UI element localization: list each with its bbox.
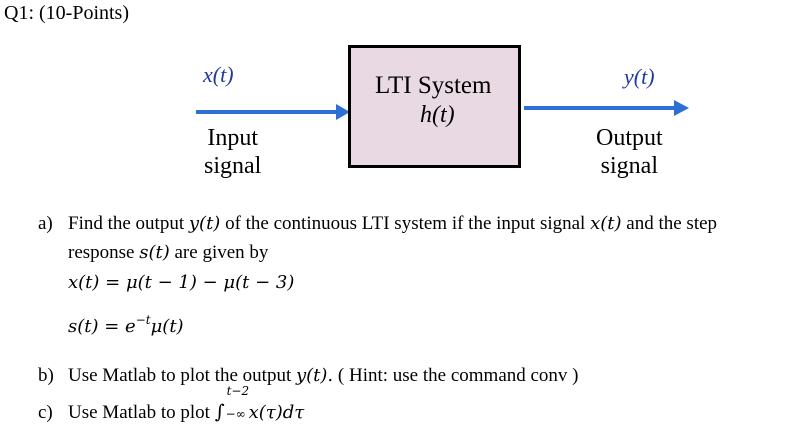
impulse-response-label: h(t)	[420, 102, 455, 128]
question-a-line2-text2: are given by	[174, 242, 269, 263]
input-label-line2: signal	[204, 153, 262, 179]
integral-lower-limit: −∞	[225, 407, 246, 421]
question-b-text2: ( Hint: use the command conv )	[337, 365, 579, 386]
question-a-sym-x: x(t)	[590, 213, 622, 234]
question-b-letter: b)	[38, 365, 54, 386]
question-a-text3: and the step	[626, 213, 718, 234]
question-b-sym-y: y(t).	[295, 365, 334, 386]
output-signal-symbol: y(t)	[624, 64, 655, 89]
equation-input-signal: x(t) = μ(t − 1) − μ(t − 3)	[68, 272, 295, 293]
question-a-text1: Find the output	[68, 213, 185, 234]
question-b-text1: Use Matlab to plot the output	[68, 365, 292, 386]
integral-sign: ∫	[214, 401, 225, 423]
question-a-line2-text1: response	[68, 242, 135, 263]
question-a-line2: response s(t) are given by	[68, 242, 268, 264]
input-label-line1: Input	[207, 125, 258, 151]
input-signal-symbol: x(t)	[203, 62, 234, 87]
question-c-letter: c)	[38, 402, 53, 423]
eq2-exponent: −t	[135, 313, 151, 327]
question-a-line1: a) Find the output y(t) of the continuous…	[38, 213, 717, 235]
input-arrow-head	[336, 104, 350, 120]
output-label-line1: Output	[596, 125, 663, 151]
equation-step-response: s(t) = e−tμ(t)	[68, 313, 184, 337]
question-title: Q1: (10-Points)	[4, 2, 129, 24]
question-b: b) Use Matlab to plot the output y(t). ( …	[38, 365, 579, 387]
lti-system-title: LTI System	[375, 72, 492, 99]
question-a-sym-y: y(t)	[188, 213, 221, 234]
question-a-sym-s: s(t)	[139, 242, 170, 263]
output-signal-label: Output signal	[596, 124, 663, 180]
output-arrow-head	[674, 100, 689, 116]
integral-upper-limit: t−2	[226, 384, 250, 398]
output-label-line2: signal	[600, 153, 658, 179]
question-c: c) Use Matlab to plot ∫t−2 −∞x(τ)dτ	[38, 384, 305, 424]
integral-limits: t−2 −∞	[225, 384, 250, 421]
question-c-text1: Use Matlab to plot	[68, 402, 210, 423]
question-a-letter: a)	[38, 213, 53, 234]
lti-system-box	[348, 45, 521, 168]
eq2-rest: μ(t)	[150, 316, 184, 337]
input-signal-label: Input signal	[204, 124, 261, 180]
eq2-base: s(t) = e	[68, 316, 136, 337]
block-diagram	[196, 100, 689, 120]
integrand: x(τ)dτ	[248, 402, 305, 423]
question-a-text2: of the continuous LTI system if the inpu…	[225, 213, 586, 234]
